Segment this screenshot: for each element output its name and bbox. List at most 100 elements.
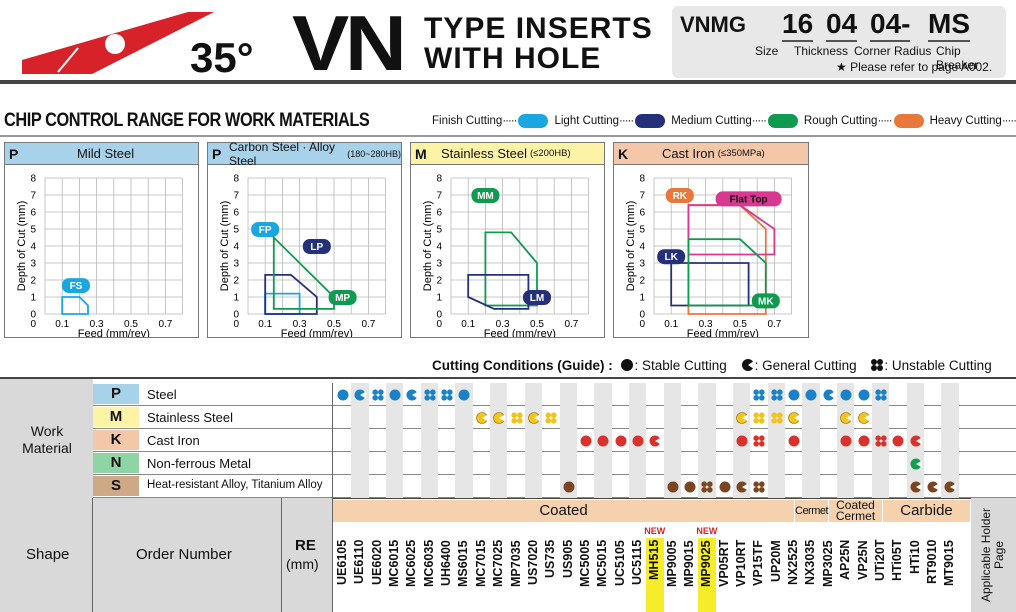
label-thickness: Thickness xyxy=(794,44,849,58)
unstable-icon xyxy=(441,389,453,401)
panel-sub: (180~280HB) xyxy=(347,148,401,159)
x-tick-label: 0.3 xyxy=(699,319,713,330)
y-axis-label: Depth of Cut (mm) xyxy=(16,201,28,291)
y-tick-label: 3 xyxy=(639,259,645,270)
column-divider xyxy=(332,383,333,612)
y-tick-label: 6 xyxy=(233,208,239,219)
order-number-label: Order Number xyxy=(136,546,232,563)
grade-name: UE6110 xyxy=(352,540,367,585)
stable-icon xyxy=(458,389,470,401)
breaker-pill xyxy=(523,290,551,305)
group-cermet: Cermet xyxy=(795,500,829,522)
x-tick-label: 0.3 xyxy=(496,319,510,330)
grade-name: US905 xyxy=(560,540,575,579)
code-example-box: VNMG 16 04 04- MS Size Thickness Corner … xyxy=(672,6,1006,78)
material-name: Non-ferrous Metal xyxy=(147,456,252,471)
unstable-icon xyxy=(875,435,887,447)
grade-name: HTi10 xyxy=(907,540,922,574)
material-letter: S xyxy=(93,476,139,496)
y-tick-label: 4 xyxy=(233,242,239,253)
panel-title: Stainless Steel xyxy=(441,146,527,161)
y-tick-label: 7 xyxy=(436,191,442,202)
breaker-pill xyxy=(715,191,782,207)
new-grade-highlight xyxy=(698,538,716,612)
general-icon xyxy=(927,481,939,493)
range-flat-top xyxy=(687,204,776,256)
panel-title: Cast Iron xyxy=(662,146,715,161)
y-axis-label: Depth of Cut (mm) xyxy=(422,201,434,291)
insert-shape-logo xyxy=(22,12,214,74)
stable-icon xyxy=(788,435,800,447)
re-cell xyxy=(282,498,332,612)
grade-name: RT9010 xyxy=(924,540,939,585)
stable-icon xyxy=(632,435,644,447)
grade-column-shade xyxy=(524,383,543,498)
stable-icon xyxy=(389,389,401,401)
reference-note: ★ Please refer to page A002. xyxy=(836,60,993,74)
breaker-pill xyxy=(251,222,280,237)
y-tick-label: 6 xyxy=(30,208,36,219)
grade-name: NX3035 xyxy=(803,540,818,586)
general-icon xyxy=(406,389,419,401)
grade-name: MP9005 xyxy=(664,540,679,587)
holder-page-label: Applicable Holder Page xyxy=(979,507,1006,603)
y-tick-label: 0 xyxy=(233,310,239,321)
y-tick-label: 4 xyxy=(30,242,36,253)
origin-label: 0 xyxy=(233,319,239,330)
breaker-pill xyxy=(302,239,331,254)
origin-label: 0 xyxy=(30,319,36,330)
x-tick-label: 0.1 xyxy=(258,319,272,330)
grade-name: MC7025 xyxy=(491,540,506,588)
section-rule xyxy=(0,135,1016,137)
legend: Finish Cutting····· Light Cutting····· M… xyxy=(432,114,1016,128)
legend-light-swatch xyxy=(635,114,666,128)
grade-name: VP25N xyxy=(855,540,870,580)
general-icon xyxy=(528,412,540,424)
grade-name: MC5015 xyxy=(595,540,610,588)
breaker-pill xyxy=(61,278,90,294)
code-thickness: 04 xyxy=(826,8,858,42)
grade-column-shade xyxy=(386,383,404,498)
chip-control-title: CHIP CONTROL RANGE FOR WORK MATERIALS xyxy=(4,110,370,131)
stable-icon xyxy=(563,481,575,493)
range-mk xyxy=(687,238,767,307)
y-tick-label: 0 xyxy=(639,310,645,321)
y-tick-label: 2 xyxy=(639,276,645,287)
grade-name: MC6015 xyxy=(387,540,402,588)
breaker-label: MK xyxy=(758,296,774,307)
y-axis-label: Depth of Cut (mm) xyxy=(219,201,231,291)
x-tick-label: 0.7 xyxy=(158,319,172,330)
code-prefix: VNMG xyxy=(680,12,746,37)
unstable-icon xyxy=(871,359,884,371)
general-icon xyxy=(741,359,754,371)
code-corner-radius: 04- xyxy=(870,8,911,42)
stable-icon xyxy=(621,359,634,371)
general-icon xyxy=(823,389,835,401)
range-fs xyxy=(61,296,89,315)
label-size: Size xyxy=(755,44,779,58)
general-icon xyxy=(910,458,922,470)
grade-column-shade xyxy=(802,383,820,498)
breaker-pill xyxy=(657,249,686,265)
grade-column-shade xyxy=(351,383,369,498)
y-tick-label: 6 xyxy=(639,208,645,219)
group-coated: Coated xyxy=(333,500,794,522)
general-icon xyxy=(354,389,367,401)
legend-medium-label: Medium Cutting xyxy=(671,115,752,127)
general-icon xyxy=(910,481,922,493)
x-tick-label: 0.3 xyxy=(90,319,104,330)
stable-icon xyxy=(840,389,852,401)
grade-name: UC5105 xyxy=(612,540,627,586)
y-tick-label: 1 xyxy=(30,293,36,304)
y-tick-label: 1 xyxy=(233,293,239,304)
panel-letter: K xyxy=(618,145,629,162)
y-tick-label: 8 xyxy=(436,174,442,185)
grade-name: MS6015 xyxy=(456,540,471,587)
unstable-icon xyxy=(753,412,765,424)
y-tick-label: 7 xyxy=(30,191,36,202)
